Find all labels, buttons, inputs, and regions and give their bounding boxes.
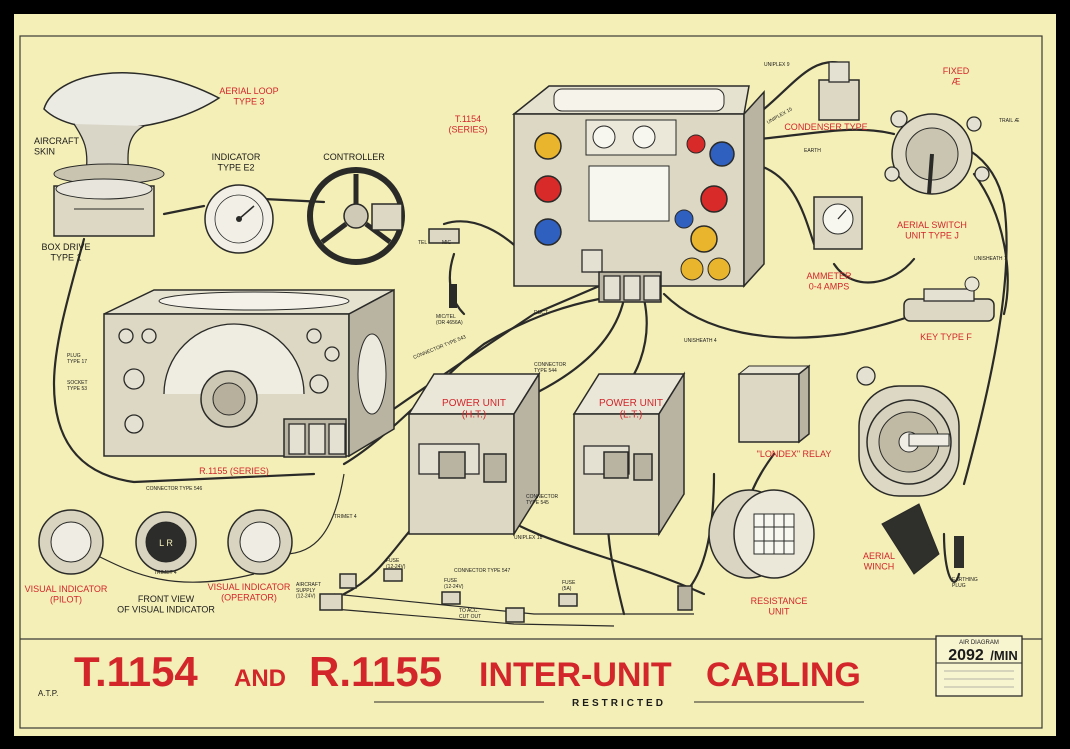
stamp-suffix: /MIN — [990, 648, 1017, 663]
label-fuse-2: FUSE(12-24V) — [444, 578, 464, 590]
stamp-heading: AIR DIAGRAM — [959, 640, 999, 646]
label-unisheath-4: UNISHEATH 4 — [684, 338, 717, 344]
receiver-r1155 — [103, 288, 395, 458]
label-to-acc: TO ACC.CUT OUT — [459, 608, 481, 620]
power-unit-ht — [407, 371, 541, 537]
londex-relay — [737, 364, 811, 444]
label-trimet-4b: TRIMET 4 — [154, 570, 177, 576]
aerial-loop — [43, 72, 221, 185]
ammeter — [813, 196, 863, 250]
label-condenser: CONDENSER TYPE — [784, 122, 867, 132]
artist-initials: A.T.P. — [38, 689, 58, 698]
visual-indicator-operator — [227, 509, 293, 575]
label-transmitter: T.1154(SERIES) — [448, 114, 487, 134]
label-trail: TRAIL Æ — [999, 118, 1019, 124]
label-key: KEY TYPE F — [920, 332, 972, 342]
label-connector-543: CONNECTOR TYPE 543 — [413, 334, 468, 361]
dial-lr-label: L R — [159, 538, 173, 548]
poster-border — [19, 35, 1043, 729]
morse-key — [903, 276, 995, 322]
aerial-switch-unit — [884, 110, 990, 195]
label-uniplex-18: UNIPLEX 18 — [514, 535, 543, 541]
power-unit-lt — [572, 371, 686, 537]
visual-indicator-pilot — [38, 509, 104, 575]
label-tel: TEL — [418, 240, 427, 246]
label-visual-operator: VISUAL INDICATOR(OPERATOR) — [208, 582, 291, 602]
label-unisheath-7: UNISHEATH 7 — [974, 256, 1007, 262]
box-drive — [53, 178, 155, 237]
label-uniplex-9: UNIPLEX 9 — [764, 62, 790, 68]
label-fuse-1: FUSE(12-24V) — [386, 558, 406, 570]
label-earth: EARTH — [804, 148, 821, 154]
title-inter-unit: INTER-UNIT — [479, 656, 672, 694]
label-controller: CONTROLLER — [323, 152, 385, 162]
title-t1154: T.1154 — [74, 648, 198, 695]
label-connector-547: CONNECTOR TYPE 547 — [454, 568, 510, 574]
label-mic: MIC — [442, 240, 452, 246]
label-fuse-3: FUSE(5A) — [562, 580, 576, 592]
mic-tel-jack — [428, 228, 460, 308]
title-cabling: CABLING — [706, 656, 861, 694]
label-duct: DUCT — [534, 310, 548, 316]
label-receiver: R.1155 (SERIES) — [199, 466, 269, 476]
fuse-blocks — [319, 568, 578, 623]
condenser — [818, 61, 860, 121]
aerial-winch — [856, 366, 964, 575]
label-mic-tel: MIC/TEL(OR 4656A) — [436, 314, 463, 326]
classification-label: RESTRICTED — [572, 698, 666, 709]
title-r1155: R.1155 — [309, 648, 442, 695]
label-connector-546: CONNECTOR TYPE 546 — [146, 486, 202, 492]
label-londex-relay: "LONDEX" RELAY — [757, 449, 832, 459]
air-diagram-stamp: AIR DIAGRAM 2092 /MIN — [935, 635, 1023, 697]
transmitter-t1154 — [511, 85, 765, 303]
label-power-lt: POWER UNIT(L.T.) — [599, 398, 663, 421]
label-power-ht: POWER UNIT(H.T.) — [442, 398, 506, 421]
controller-wheel — [307, 167, 405, 265]
title-and: AND — [234, 665, 286, 692]
visual-indicator-front: L R — [135, 511, 197, 573]
label-visual-pilot: VISUAL INDICATOR(PILOT) — [25, 584, 108, 604]
stamp-number: 2092 — [948, 647, 984, 664]
indicator-e2 — [204, 184, 274, 254]
label-trimet-4a: TRIMET 4 — [334, 514, 357, 520]
title-band: T.1154 AND R.1155 INTER-UNIT CABLING RES… — [38, 648, 864, 709]
resistance-unit — [677, 489, 815, 611]
